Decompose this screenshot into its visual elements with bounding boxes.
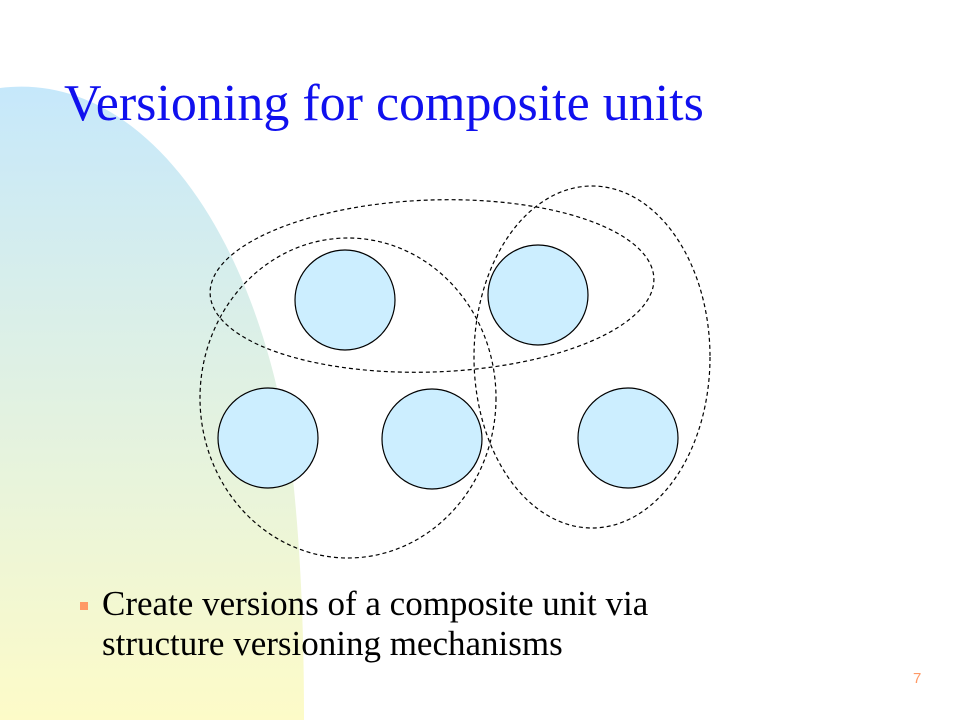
composite-group-left bbox=[199, 237, 497, 559]
unit-node-2 bbox=[487, 244, 589, 346]
unit-node-1 bbox=[294, 249, 396, 351]
bullet-line-1: Create versions of a composite unit via bbox=[102, 584, 649, 623]
unit-node-4 bbox=[381, 388, 483, 490]
unit-node-5 bbox=[577, 387, 679, 489]
unit-node-3 bbox=[217, 387, 319, 489]
slide-title: Versioning for composite units bbox=[64, 75, 704, 132]
page-number: 7 bbox=[913, 670, 922, 687]
bullet-text: Create versions of a composite unit via … bbox=[102, 584, 648, 664]
bullet-square-icon bbox=[80, 602, 88, 610]
composite-group-right bbox=[473, 185, 711, 529]
composite-group-top bbox=[209, 199, 655, 373]
bullet-line-2: structure versioning mechanisms bbox=[102, 624, 563, 663]
